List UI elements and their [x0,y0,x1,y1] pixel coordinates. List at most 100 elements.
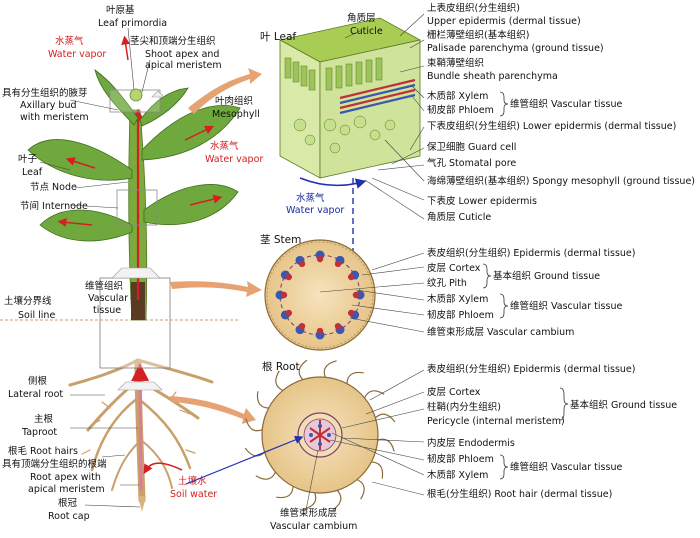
lower-epidermis: 下表皮 Lower epidermis [427,195,537,207]
axillary-bud-en1: Axillary bud [20,100,77,111]
stem-xylem: 木质部 Xylem [427,293,488,305]
stem-cortex: 皮层 Cortex [427,262,481,274]
upper-epidermis-en: Upper epidermis (dermal tissue) [427,16,581,27]
root-hair [370,462,382,479]
stem-bundle-xylem [335,261,341,267]
lower-epidermis-dermal: 下表皮组织(分生组织) Lower epidermis (dermal tiss… [427,120,676,132]
upper-epidermis-cn: 上表皮组织(分生组织) [427,2,520,14]
root-hair [356,479,364,499]
shoot-apex-en1: Shoot apex and [145,49,219,60]
root-endodermis: 内皮层 Endodermis [427,437,515,449]
root-cap-cn: 根冠 [58,497,78,509]
soil-line-en: Soil line [18,310,55,321]
vascular-tissue-cn: 维管组织 [85,280,123,292]
stem-bundle-xylem [353,292,359,298]
leaf-phloem: 韧皮部 Phloem [427,104,494,116]
axillary-bud-en2: with meristem [20,112,89,123]
root-hair [324,361,336,378]
stem-bundle-xylem [286,274,292,280]
root-cross-section [245,360,395,510]
leaf-primordia-cn: 叶原基 [106,4,135,16]
water-vapor-mid-en: Water vapor [205,154,263,165]
cuticle-bottom: 角质层 Cuticle [427,211,491,223]
taproot-cn: 主根 [34,413,54,425]
root-ground-group: 基本组织 Ground tissue [570,399,677,411]
stem-ground-group: 基本组织 Ground tissue [493,270,600,282]
root-hair [257,391,269,408]
root-cap-en: Root cap [48,511,90,522]
root-hair-label: 根毛(分生组织) Root hair (dermal tissue) [427,488,612,500]
water-vapor-mid-cn: 水蒸气 [210,140,239,152]
vascular-tissue-en2: tissue [93,305,121,316]
pericycle-cn: 柱鞘(内分生组织) [427,401,501,413]
soil-line-cn: 土壤分界线 [4,295,52,307]
root-hair [245,448,265,456]
stem-bundle-xylem [317,328,323,334]
cuticle-top-cn: 角质层 [347,12,376,24]
stem-epidermis: 表皮组织(分生组织) Epidermis (dermal tissue) [427,247,635,259]
spongy-mesophyll: 海绵薄壁组织(基本组织) Spongy mesophyll (ground ti… [427,175,695,187]
vascular-tissue-en1: Vascular [88,293,128,304]
root-apex-en1: Root apex with [30,472,101,483]
leaf-en: Leaf [22,167,43,178]
leaf-section-title: 叶 Leaf [260,31,296,43]
stem-bundle-xylem [286,310,292,316]
water-vapor-top-en: Water vapor [48,49,106,60]
pericycle-en: Pericycle (internal meristem) [427,416,565,427]
stem-pith: 纹孔 Pith [427,277,467,289]
shoot-apex-en2: apical meristem [145,60,222,71]
palisade-en: Palisade parenchyma (ground tissue) [427,43,604,54]
bundle-sheath-en: Bundle sheath parenchyma [427,71,558,82]
palisade-cn: 栅栏薄壁组织(基本组织) [427,29,529,41]
leaf-vascular-group: 维管组织 Vascular tissue [510,98,622,110]
stem-phloem: 韧皮部 Phloem [427,309,494,321]
cuticle-top-en: Cuticle [350,26,383,37]
bundle-sheath-cn: 束鞘薄壁组织 [427,57,484,69]
stem-bundle-xylem [299,323,305,329]
soil-water-en: Soil water [170,489,217,500]
root-hair [377,439,394,451]
stem-bundle-xylem [299,261,305,267]
root-hair [299,360,307,380]
leaf-xylem: 木质部 Xylem [427,90,488,102]
stem-bundle-xylem [317,256,323,262]
axillary-bud-cn: 具有分生组织的腋芽 [2,87,88,99]
stem-cross-section [265,240,375,350]
root-hair [256,471,276,479]
stem-section-title: 茎 Stem [260,234,301,246]
mesophyll-en: Mesophyll [212,109,260,120]
leaf-primordia-en: Leaf primordia [98,18,167,29]
root-apex-cn: 具有顶端分生组织的根端 [2,458,107,470]
root-hair [276,485,293,497]
root-xylem: 木质部 Xylem [427,469,488,481]
node-label: 节点 Node [30,182,77,193]
root-cap-shape [138,496,146,512]
stem-cambium: 维管束形成层 Vascular cambium [427,326,574,338]
guard-cell: 保卫细胞 Guard cell [427,141,516,153]
stem-bundle-xylem [348,274,354,280]
root-epidermis: 表皮组织(分生组织) Epidermis (dermal tissue) [427,363,635,375]
stem-bundle-xylem [348,310,354,316]
taproot-en: Taproot [21,427,57,438]
root-apex-en2: apical meristem [28,484,105,495]
leaf-water-vapor-cn: 水蒸气 [296,192,325,204]
root-cambium-en: Vascular cambium [270,521,357,532]
root-hair [303,492,315,509]
root-vascular-group: 维管组织 Vascular tissue [510,461,622,473]
shoot-apex-cn: 茎尖和顶端分生组织 [130,35,216,47]
root-hair [333,490,341,510]
water-vapor-top-cn: 水蒸气 [55,35,84,47]
lateral-root-cn: 侧根 [28,375,48,387]
stem-vascular-group: 维管组织 Vascular tissue [510,300,622,312]
root-hair [347,372,364,384]
root-phloem: 韧皮部 Phloem [427,453,494,465]
root-section-title: 根 Root [262,360,300,373]
root-hair [276,371,284,391]
leaf-cn: 叶子 [18,154,38,165]
root-hairs-label: 根毛 Root hairs [8,445,78,457]
stomatal-pore: 气孔 Stomatal pore [427,157,516,169]
mesophyll-cn: 叶肉组织 [215,95,253,107]
stem-bundle-xylem [335,323,341,329]
